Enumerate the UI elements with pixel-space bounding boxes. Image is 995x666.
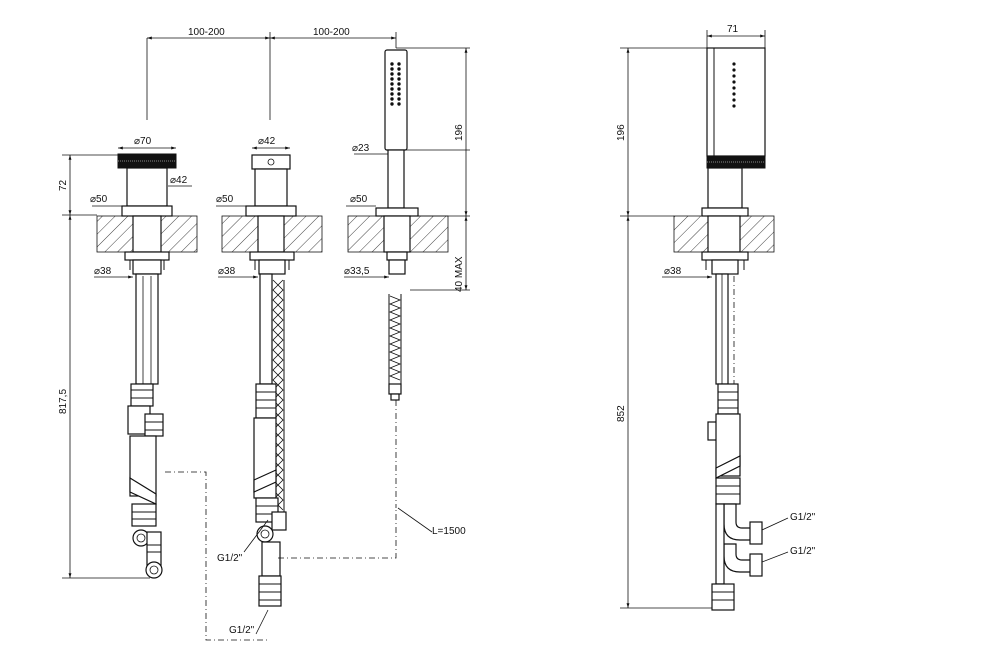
diameter-33-5-label: ⌀33,5 [344,266,370,277]
height-196-front-label: 196 [454,124,465,141]
thread-label-1: G1/2" [217,553,243,564]
thread-side-label-2: G1/2" [790,546,816,557]
diameter-50-b-label: ⌀50 [216,194,234,205]
shower-nozzles [390,62,401,106]
diameter-50-label: ⌀50 [90,194,108,205]
width-71-label: 71 [727,24,739,35]
spacing-dimension-2: 100-200 [313,27,350,38]
mixer-unit [96,153,270,641]
diameter-38-b-label: ⌀38 [218,266,236,277]
thread-label-2: G1/2" [229,625,255,636]
side-nozzles [732,62,736,108]
mixer-diameter-dimensions [92,146,192,279]
diverter-unit [221,154,397,607]
height-40max-label: 40 MAX [454,256,465,292]
cold-inlet-connector-icon [145,561,163,579]
hand-shower-dimensions [344,47,470,533]
hose-length-label: L=1500 [432,526,466,537]
diameter-38-label: ⌀38 [94,266,112,277]
left-height-dimensions [62,154,150,579]
height-72-label: 72 [58,179,69,191]
height-852-label: 852 [616,405,627,422]
hand-shower-unit [347,49,449,508]
diameter-50-c-label: ⌀50 [350,194,368,205]
diverter-inlet-connector-icon [256,525,274,543]
side-view-dimensions [620,30,789,609]
spacing-dimension-1: 100-200 [188,27,225,38]
diameter-42-label: ⌀42 [170,175,188,186]
height-817-label: 817,5 [58,389,69,414]
thread-leaders-diverter [243,519,269,635]
diameter-38-side-label: ⌀38 [664,266,682,277]
diverter-diameter-dimensions [216,146,290,279]
diameter-70-label: ⌀70 [134,136,152,147]
diameter-42-b-label: ⌀42 [258,136,276,147]
side-view-unit [673,47,775,611]
diameter-23-label: ⌀23 [352,143,370,154]
thread-side-label-1: G1/2" [790,512,816,523]
top-dimension-lines [146,32,397,120]
height-196-side-label: 196 [616,124,627,141]
